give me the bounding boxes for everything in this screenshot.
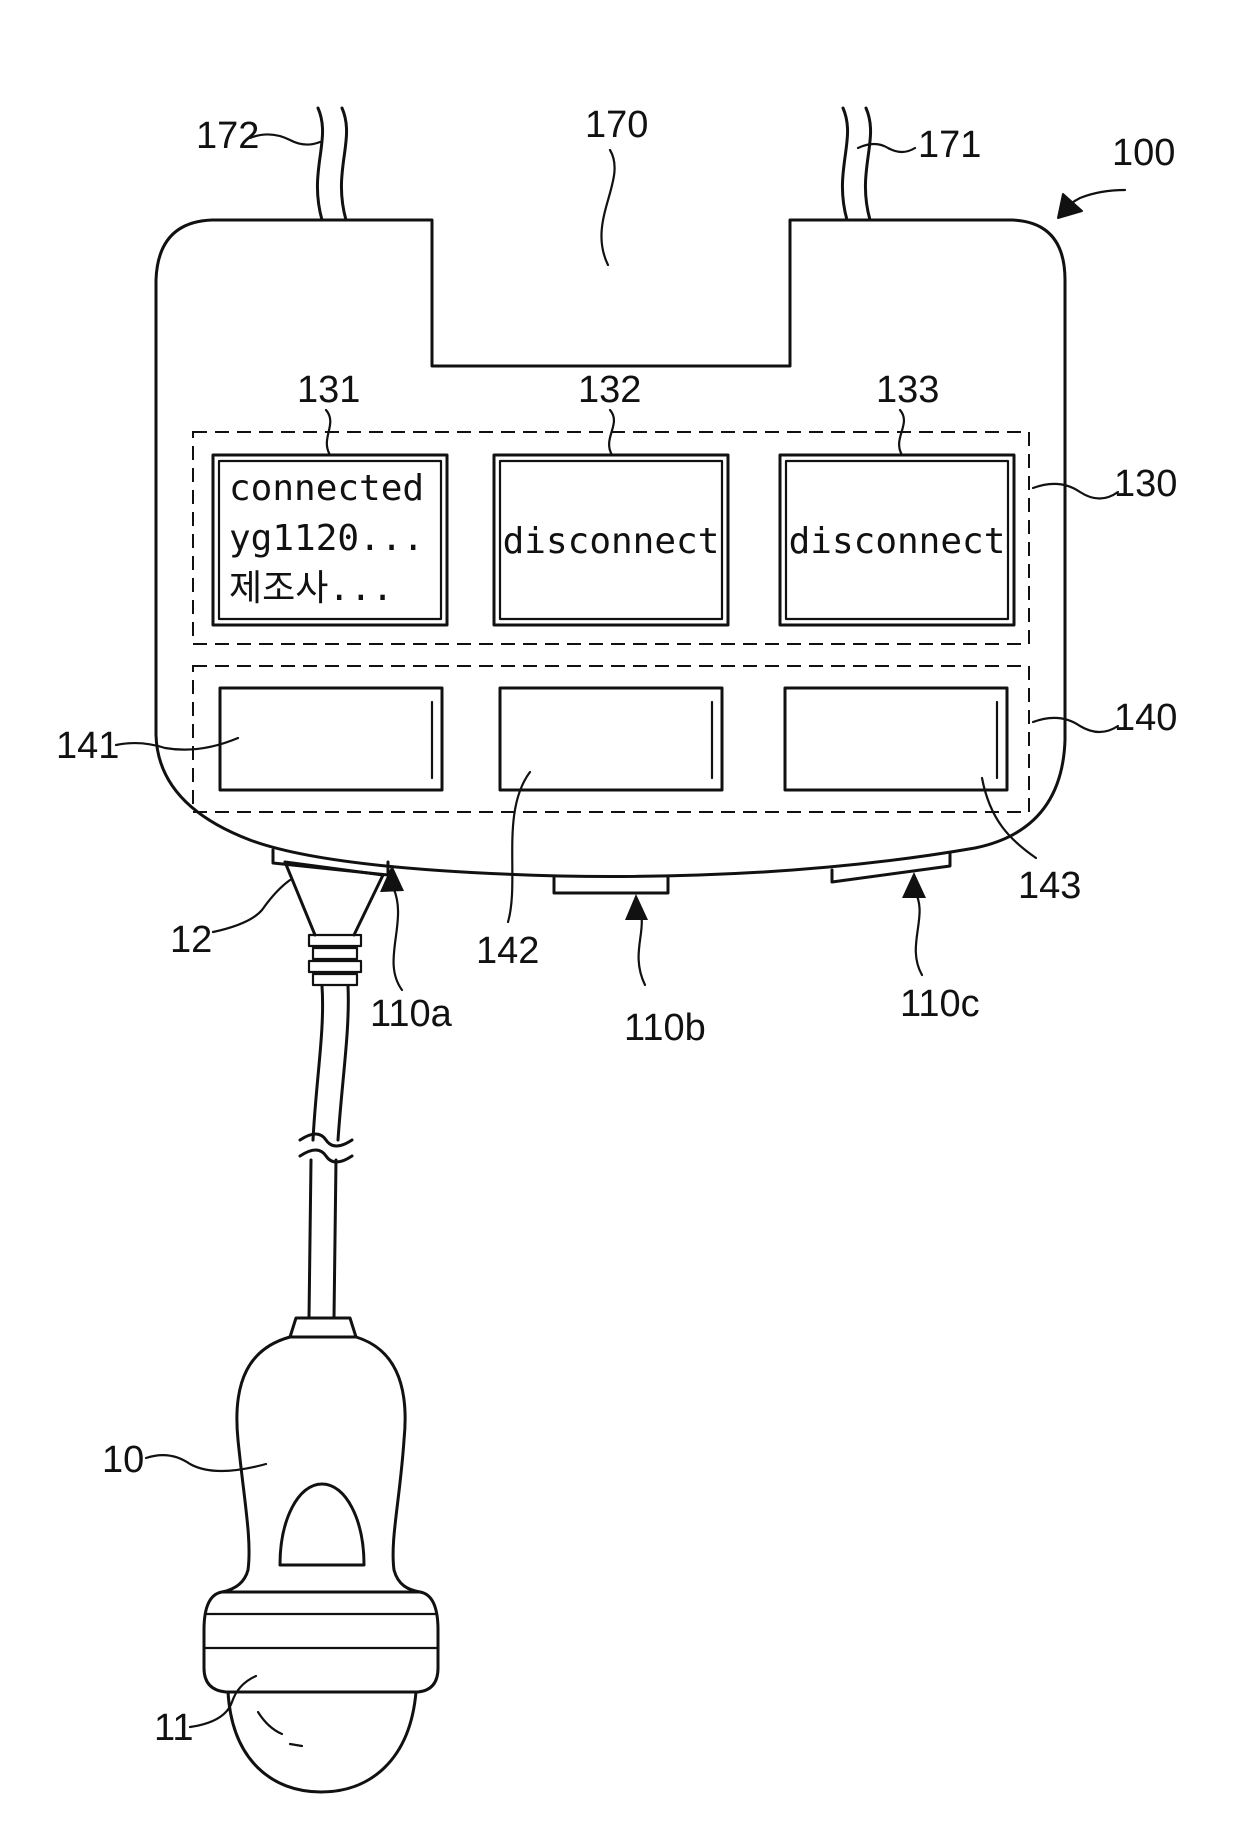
arrow-110c bbox=[902, 872, 926, 898]
ref-10: 10 bbox=[102, 1439, 144, 1481]
connector-12 bbox=[285, 862, 383, 985]
ref-132: 132 bbox=[578, 369, 641, 411]
ref-141: 141 bbox=[56, 725, 119, 767]
ref-11: 11 bbox=[154, 1707, 193, 1749]
display-131-line2: yg1120... bbox=[229, 518, 424, 559]
probe-head-11 bbox=[228, 1692, 416, 1792]
ref-140: 140 bbox=[1114, 697, 1177, 739]
ref-130: 130 bbox=[1114, 463, 1177, 505]
display-133-text: disconnect bbox=[789, 521, 1006, 562]
leader-110c bbox=[914, 890, 922, 975]
indicator-143 bbox=[785, 688, 1007, 790]
port-110c bbox=[832, 854, 950, 882]
probe-head-highlight bbox=[258, 1712, 282, 1734]
leader-172 bbox=[250, 134, 320, 144]
leader-142 bbox=[508, 772, 530, 922]
leader-10 bbox=[146, 1455, 266, 1471]
display-131-line1: connected bbox=[229, 468, 424, 509]
cable-171 bbox=[842, 108, 870, 220]
ref-110a: 110a bbox=[370, 993, 453, 1035]
display-132-text: disconnect bbox=[503, 521, 720, 562]
probe-10 bbox=[204, 1318, 438, 1692]
leader-110a bbox=[392, 885, 402, 990]
ref-110b: 110b bbox=[624, 1007, 706, 1049]
arrow-110a bbox=[380, 865, 404, 892]
display-131-line3: 제조사... bbox=[229, 568, 393, 609]
leader-130 bbox=[1033, 484, 1118, 499]
leader-11 bbox=[190, 1676, 256, 1727]
probe-head-highlight-2 bbox=[290, 1744, 302, 1746]
indicator-141 bbox=[220, 688, 442, 790]
leader-140 bbox=[1033, 718, 1118, 732]
ref-100: 100 bbox=[1112, 132, 1175, 174]
ref-172: 172 bbox=[196, 115, 259, 157]
leader-12 bbox=[213, 880, 290, 932]
ref-170: 170 bbox=[585, 104, 648, 146]
leader-171 bbox=[858, 144, 915, 152]
ref-110c: 110c bbox=[900, 983, 980, 1025]
probe-cable bbox=[300, 986, 352, 1318]
port-110b bbox=[554, 878, 668, 893]
ref-142: 142 bbox=[476, 930, 539, 972]
ref-131: 131 bbox=[297, 369, 360, 411]
ref-171: 171 bbox=[918, 124, 981, 166]
leader-170 bbox=[601, 150, 614, 265]
ref-12: 12 bbox=[170, 919, 212, 961]
ref-143: 143 bbox=[1018, 865, 1081, 907]
indicator-142 bbox=[500, 688, 722, 790]
ref-133: 133 bbox=[876, 369, 939, 411]
cable-172 bbox=[317, 108, 346, 220]
arrow-110b bbox=[625, 894, 648, 920]
